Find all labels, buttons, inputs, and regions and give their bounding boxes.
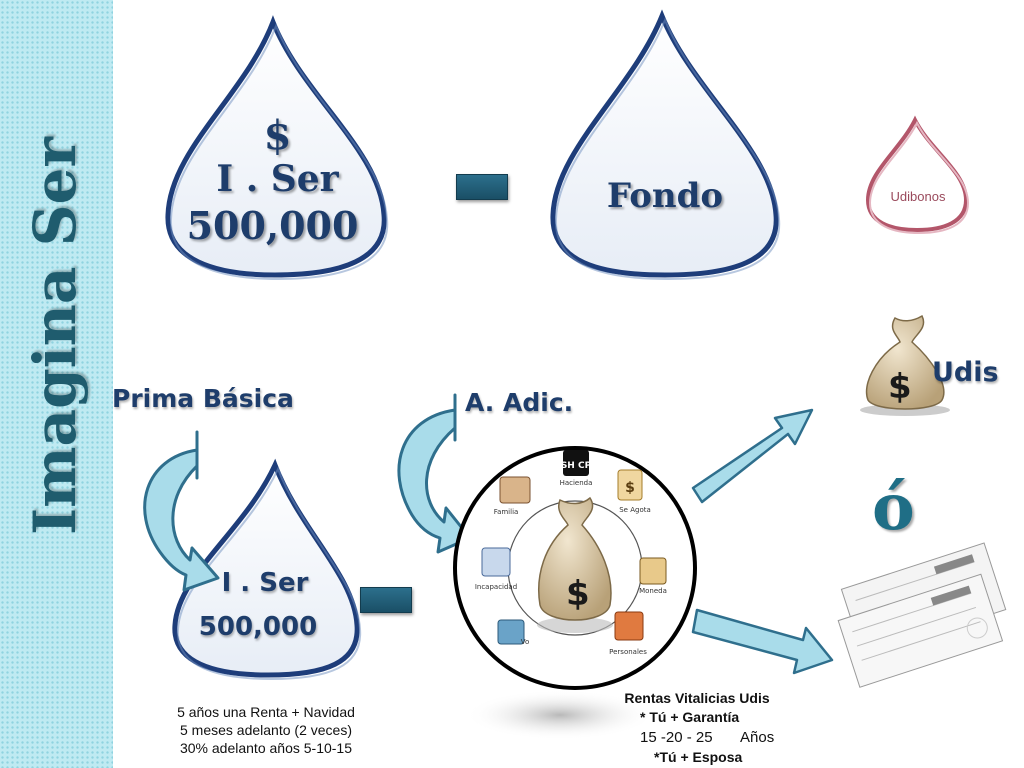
a-adic-label: A. Adic. xyxy=(465,388,574,417)
or-label: ó xyxy=(872,470,915,545)
note-left-line-1: 5 años una Renta + Navidad xyxy=(177,704,355,720)
notes-right-line-3: *Tú + Esposa xyxy=(654,749,743,765)
drop-left-shape xyxy=(165,15,389,281)
svg-text:Hacienda: Hacienda xyxy=(560,479,593,487)
minus-sign-bottom xyxy=(360,587,412,613)
wheel-icon-personales: Personales xyxy=(609,611,647,656)
svg-text:Vo: Vo xyxy=(521,638,530,646)
svg-text:Incapacidad: Incapacidad xyxy=(475,583,517,591)
svg-text:Personales: Personales xyxy=(609,648,647,656)
prima-basica-label: Prima Básica xyxy=(112,384,294,413)
arrow-to-certificates xyxy=(691,608,834,675)
drop-bottom-amount: 500,000 xyxy=(198,612,318,642)
svg-text:$: $ xyxy=(888,367,912,407)
central-money-bag-icon: $ xyxy=(537,496,613,633)
curved-arrow-prima xyxy=(143,430,220,592)
wheel-icon-vo: Vo xyxy=(497,619,530,646)
wheel-icon-moneda: Moneda xyxy=(639,557,667,595)
drop-right-shape xyxy=(550,9,781,281)
svg-text:$: $ xyxy=(566,574,590,614)
notes-right-years-label: Años xyxy=(740,729,775,746)
note-left-line-2: 5 meses adelanto (2 veces) xyxy=(180,722,352,738)
money-wheel: $ SH CP Hacienda $ Se Agota Moneda Perso… xyxy=(453,446,697,690)
sidebar-strip xyxy=(0,0,113,768)
svg-text:Moneda: Moneda xyxy=(639,587,667,595)
minus-sign-top xyxy=(456,174,508,200)
notes-right-line-1: * Tú + Garantía xyxy=(640,709,740,725)
curved-arrow-adic xyxy=(397,393,472,554)
wheel-icon-se-agota: $ Se Agota xyxy=(617,469,651,514)
udibonos-label: Udibonos xyxy=(890,189,946,204)
drop-right-label: Fondo xyxy=(606,176,724,216)
arrow-to-udis xyxy=(691,408,814,504)
svg-text:$: $ xyxy=(625,480,635,496)
notes-right-years: 15 -20 - 25 xyxy=(640,729,713,746)
notes-right-title: Rentas Vitalicias Udis xyxy=(624,690,770,706)
svg-text:Familia: Familia xyxy=(494,508,519,516)
udis-money-bag-icon: $ xyxy=(860,314,950,416)
wheel-icon-familia: Familia xyxy=(494,476,531,516)
svg-text:SH CP: SH CP xyxy=(561,461,592,471)
certificates-icon xyxy=(837,542,1007,688)
svg-text:Se Agota: Se Agota xyxy=(619,506,651,514)
wheel-icon-hacienda: SH CP Hacienda xyxy=(560,450,593,487)
notes-left: 5 años una Renta + Navidad 5 meses adela… xyxy=(150,703,382,757)
wheel-icon-incapacidad: Incapacidad xyxy=(475,547,517,591)
drop-bottom-name: I . Ser xyxy=(221,568,309,598)
drop-left-name: I . Ser xyxy=(216,158,339,200)
udibonos-drop-shape xyxy=(865,115,970,235)
drop-left-symbol: $ xyxy=(263,112,292,159)
drop-left-amount: 500,000 xyxy=(186,203,359,248)
wheel-shadow xyxy=(465,690,655,740)
udis-label: Udis xyxy=(932,357,999,388)
note-left-line-3: 30% adelanto años 5-10-15 xyxy=(179,740,353,756)
